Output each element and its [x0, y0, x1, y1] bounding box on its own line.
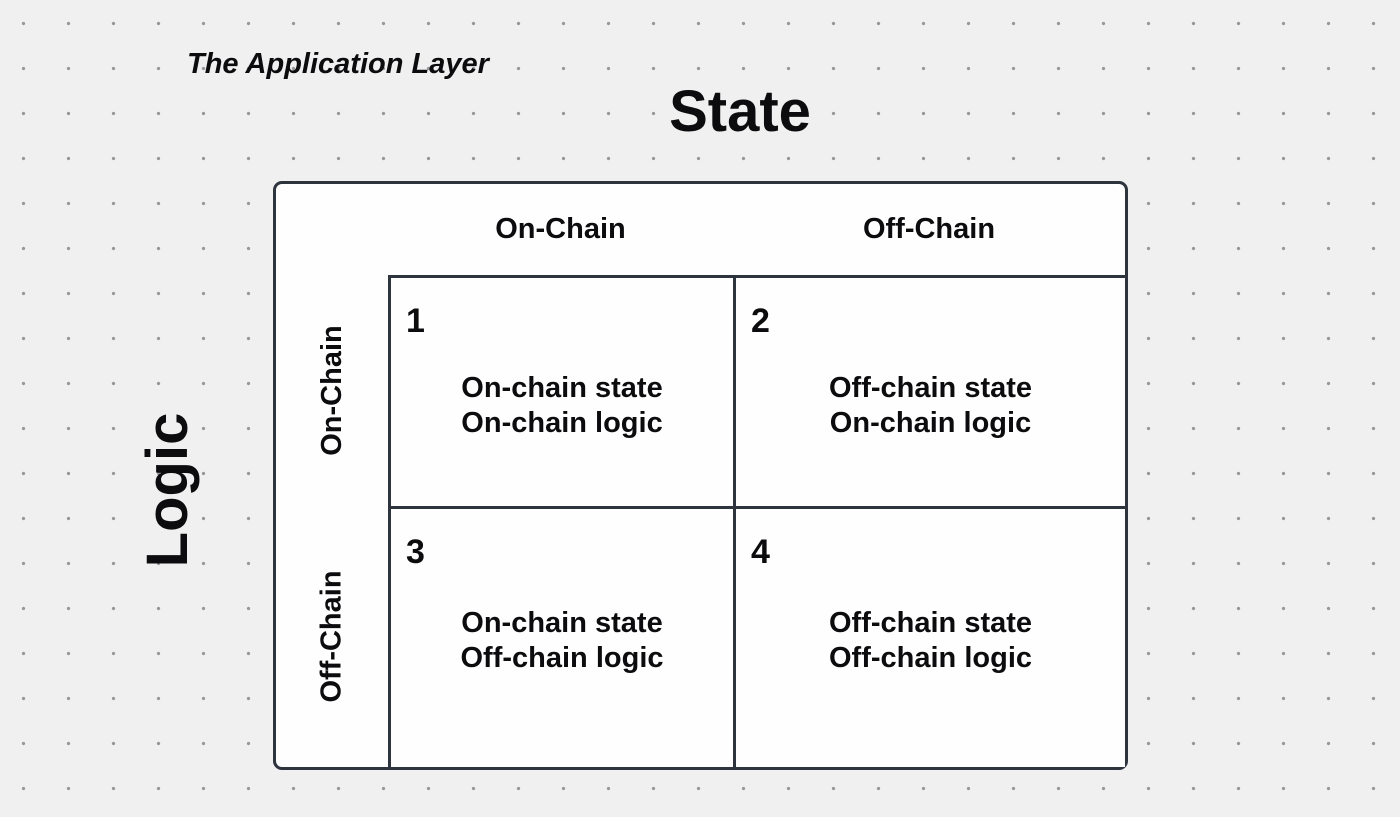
y-axis-title: Logic: [135, 412, 200, 568]
quadrant-text-line: Off-chain logic: [829, 641, 1032, 674]
column-header-state-on-chain: On-Chain: [495, 213, 626, 245]
row-header-label: On-Chain: [315, 325, 348, 456]
diagram-title: The Application Layer: [187, 48, 489, 80]
quadrant-3: 3 On-chain state Off-chain logic: [388, 506, 733, 767]
quadrant-text-line: On-chain state: [461, 606, 663, 639]
quadrant-text-line: On-chain logic: [461, 407, 663, 439]
row-header-label: Off-Chain: [315, 570, 348, 703]
quadrant-2: 2 Off-chain state On-chain logic: [733, 275, 1125, 506]
quadrant-4: 4 Off-chain state Off-chain logic: [733, 506, 1125, 767]
quadrant-number: 4: [751, 533, 770, 571]
matrix-box: On-Chain Off-Chain On-Chain 1 On-chain s…: [273, 181, 1128, 770]
row-header-logic-on-chain: On-Chain: [276, 275, 388, 506]
quadrant-1: 1 On-chain state On-chain logic: [388, 275, 733, 506]
quadrant-text-line: On-chain state: [461, 372, 663, 404]
quadrant-number: 3: [406, 533, 425, 571]
quadrant-text-line: Off-chain state: [828, 372, 1033, 404]
x-axis-title: State: [669, 79, 811, 144]
quadrant-text-line: Off-chain logic: [460, 641, 664, 674]
row-header-logic-off-chain: Off-Chain: [276, 506, 388, 767]
quadrant-number: 1: [406, 302, 425, 340]
quadrant-number: 2: [751, 302, 770, 340]
column-header-state-off-chain: Off-Chain: [862, 213, 996, 245]
quadrant-text-line: On-chain logic: [829, 407, 1032, 439]
quadrant-text-line: Off-chain state: [828, 606, 1033, 639]
matrix-corner-spacer: [276, 184, 388, 275]
